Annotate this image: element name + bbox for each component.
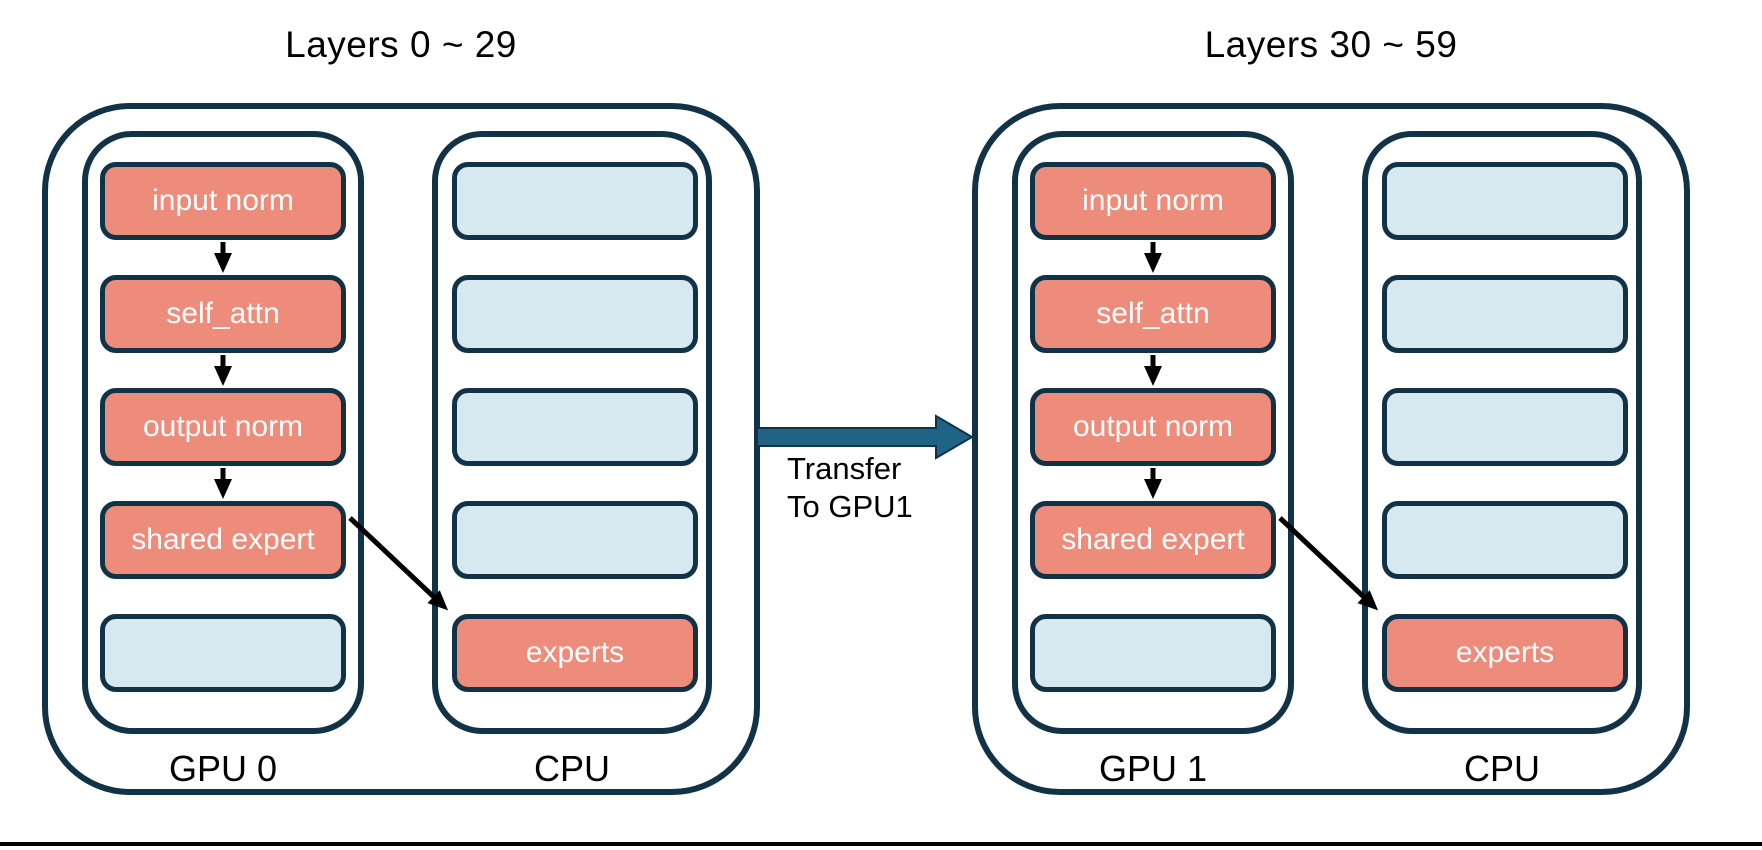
cpu-label: CPU (1463, 748, 1540, 789)
placeholder-box (452, 162, 698, 240)
placeholder-box (1382, 275, 1628, 353)
module-box-self-attn: self_attn (1030, 275, 1276, 353)
placeholder-box (1382, 388, 1628, 466)
placeholder-box (1382, 501, 1628, 579)
transfer-caption: Transfer To GPU1 (787, 450, 913, 526)
transfer-caption-line2: To GPU1 (787, 489, 913, 524)
module-box-experts: experts (1382, 614, 1628, 692)
module-box-output-norm: output norm (100, 388, 346, 466)
module-box-experts: experts (452, 614, 698, 692)
module-box-output-norm: output norm (1030, 388, 1276, 466)
bottom-rule (0, 842, 1762, 846)
module-box-input-norm: input norm (100, 162, 346, 240)
placeholder-box (452, 275, 698, 353)
module-box-input-norm: input norm (1030, 162, 1276, 240)
stage-title: Layers 30 ~ 59 (1204, 24, 1458, 65)
placeholder-box (452, 501, 698, 579)
placeholder-box (1382, 162, 1628, 240)
gpu1-label: GPU 1 (1098, 748, 1208, 789)
placeholder-box (100, 614, 346, 692)
transfer-caption-line1: Transfer (787, 451, 902, 486)
gpu0-label: GPU 0 (168, 748, 278, 789)
placeholder-box (452, 388, 698, 466)
module-box-shared-expert: shared expert (1030, 501, 1276, 579)
stage-title: Layers 0 ~ 29 (285, 24, 517, 65)
module-box-self-attn: self_attn (100, 275, 346, 353)
placeholder-box (1030, 614, 1276, 692)
module-box-shared-expert: shared expert (100, 501, 346, 579)
pipeline-stage-1: Layers 30 ~ 59 input norm self_attn outp… (972, 0, 1690, 850)
pipeline-stage-0: Layers 0 ~ 29 input norm self_attn outpu… (42, 0, 760, 850)
cpu-label: CPU (533, 748, 610, 789)
